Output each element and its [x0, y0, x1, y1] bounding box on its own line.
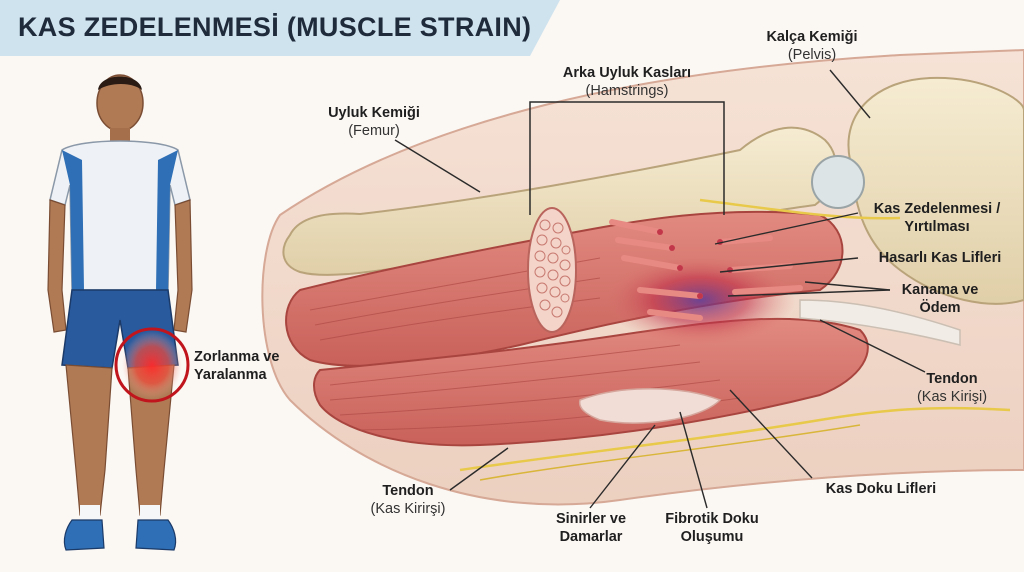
label-muscle-fibers: Kas Doku Lifleri	[814, 480, 948, 498]
injury-glow	[122, 331, 182, 399]
leader-bleeding-2	[804, 281, 891, 291]
label-tendon-right-tr: Tendon	[926, 371, 978, 387]
pelvis-bone	[847, 76, 1024, 305]
label-nerves-line1: Sinirler ve	[555, 511, 627, 527]
label-pelvis-tr: Kalça Kemiği	[766, 29, 858, 45]
page-title: KAS ZEDELENMESİ (MUSCLE STRAIN)	[18, 12, 532, 42]
leader-tendon-right	[819, 319, 926, 373]
label-tear: Kas Zedelenmesi / Yırtılması	[862, 200, 1012, 236]
leader-pelvis	[829, 69, 871, 119]
label-tendon-left-en: (Kas Kirirşi)	[370, 501, 446, 517]
label-tendon-right: Tendon (Kas Kirişi)	[902, 370, 1002, 406]
leader-lines	[394, 69, 926, 509]
label-femur-tr: Uyluk Kemiği	[328, 105, 420, 121]
label-fibrotic: Fibrotik Doku Oluşumu	[662, 510, 762, 546]
leader-muscle-fibers	[729, 389, 813, 479]
fibrotic-tissue	[578, 388, 722, 424]
label-damaged-fibers: Hasarlı Kas Lifleri	[866, 249, 1014, 267]
label-pelvis: Kalça Kemiği (Pelvis)	[752, 28, 872, 64]
label-tear-line2: Yırtılması	[904, 219, 970, 235]
label-pelvis-en: (Pelvis)	[787, 47, 837, 63]
label-damaged-fibers-tr: Hasarlı Kas Lifleri	[878, 250, 1002, 266]
label-fibrotic-line1: Fibrotik Doku	[665, 511, 759, 527]
label-hamstrings-en: (Hamstrings)	[585, 83, 669, 99]
label-nerves: Sinirler ve Damarlar	[546, 510, 636, 546]
label-tendon-left-tr: Tendon	[382, 483, 434, 499]
title-banner	[0, 0, 560, 56]
nerve-lower-2	[479, 424, 861, 481]
label-femur: Uyluk Kemiği (Femur)	[314, 104, 434, 140]
leader-damaged-fibers	[719, 257, 859, 273]
bleeding-area	[605, 255, 795, 345]
leader-fibrotic	[679, 411, 708, 509]
label-tear-line1: Kas Zedelenmesi /	[873, 201, 1001, 217]
label-tendon-right-en: (Kas Kirişi)	[916, 389, 988, 405]
athlete-shoe-left	[63, 519, 105, 551]
hamstrings-bracket	[529, 101, 725, 215]
leader-tendon-left	[449, 447, 509, 491]
label-tendon-left: Tendon (Kas Kirirşi)	[358, 482, 458, 518]
athlete-shoe-right	[135, 519, 177, 551]
nerve-lower	[459, 406, 1011, 472]
label-muscle-fibers-tr: Kas Doku Lifleri	[825, 481, 937, 497]
thigh-cross-section	[261, 48, 1024, 506]
hamstring-lower	[313, 317, 869, 447]
label-bleeding-line2: Ödem	[919, 300, 961, 316]
label-injury-site-text: Zorlanma ve Yaralanma	[194, 349, 280, 383]
leader-nerves	[589, 424, 656, 509]
label-fibrotic-line2: Oluşumu	[680, 529, 744, 545]
fascicle-circles	[534, 219, 571, 318]
athlete-figure	[47, 74, 193, 551]
nerve-upper	[699, 198, 901, 220]
leader-bleeding-1	[727, 289, 891, 297]
label-hamstrings: Arka Uyluk Kasları (Hamstrings)	[548, 64, 706, 100]
leader-tear	[714, 212, 859, 245]
label-bleeding: Kanama ve Ödem	[890, 281, 990, 317]
label-hamstrings-tr: Arka Uyluk Kasları	[562, 65, 692, 81]
athlete-shirt	[49, 140, 191, 291]
label-femur-en: (Femur)	[348, 123, 400, 139]
label-nerves-line2: Damarlar	[559, 529, 623, 545]
label-injury-site: Zorlanma ve Yaralanma	[194, 348, 294, 384]
label-bleeding-line1: Kanama ve	[901, 282, 979, 298]
tendon-right	[799, 299, 961, 346]
injury-circle	[114, 327, 190, 403]
leader-femur	[394, 139, 481, 193]
